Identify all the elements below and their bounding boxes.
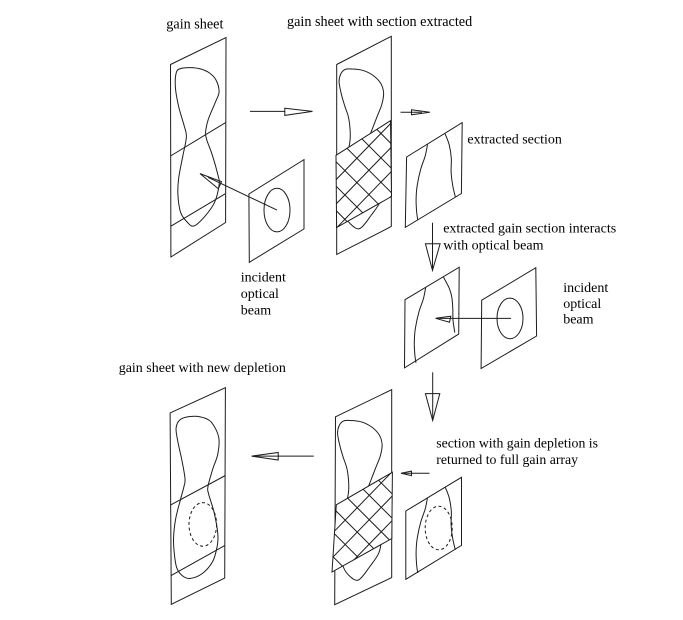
svg-text:returned to full gain array: returned to full gain array: [436, 452, 578, 467]
svg-text:optical: optical: [563, 297, 601, 312]
svg-text:incident: incident: [563, 281, 608, 296]
svg-text:beam: beam: [241, 303, 271, 318]
svg-text:incident: incident: [241, 271, 286, 286]
svg-text:gain sheet: gain sheet: [166, 16, 223, 32]
svg-text:extracted gain section interac: extracted gain section interacts: [443, 222, 616, 237]
svg-text:beam: beam: [563, 313, 593, 328]
svg-text:section with gain depletion is: section with gain depletion is: [436, 436, 598, 451]
svg-text:with optical beam: with optical beam: [443, 238, 543, 253]
svg-text:gain sheet with new depletion: gain sheet with new depletion: [119, 361, 286, 376]
svg-text:optical: optical: [241, 287, 279, 302]
svg-text:gain sheet with section extrac: gain sheet with section extracted: [287, 14, 472, 30]
svg-text:extracted section: extracted section: [467, 132, 561, 147]
